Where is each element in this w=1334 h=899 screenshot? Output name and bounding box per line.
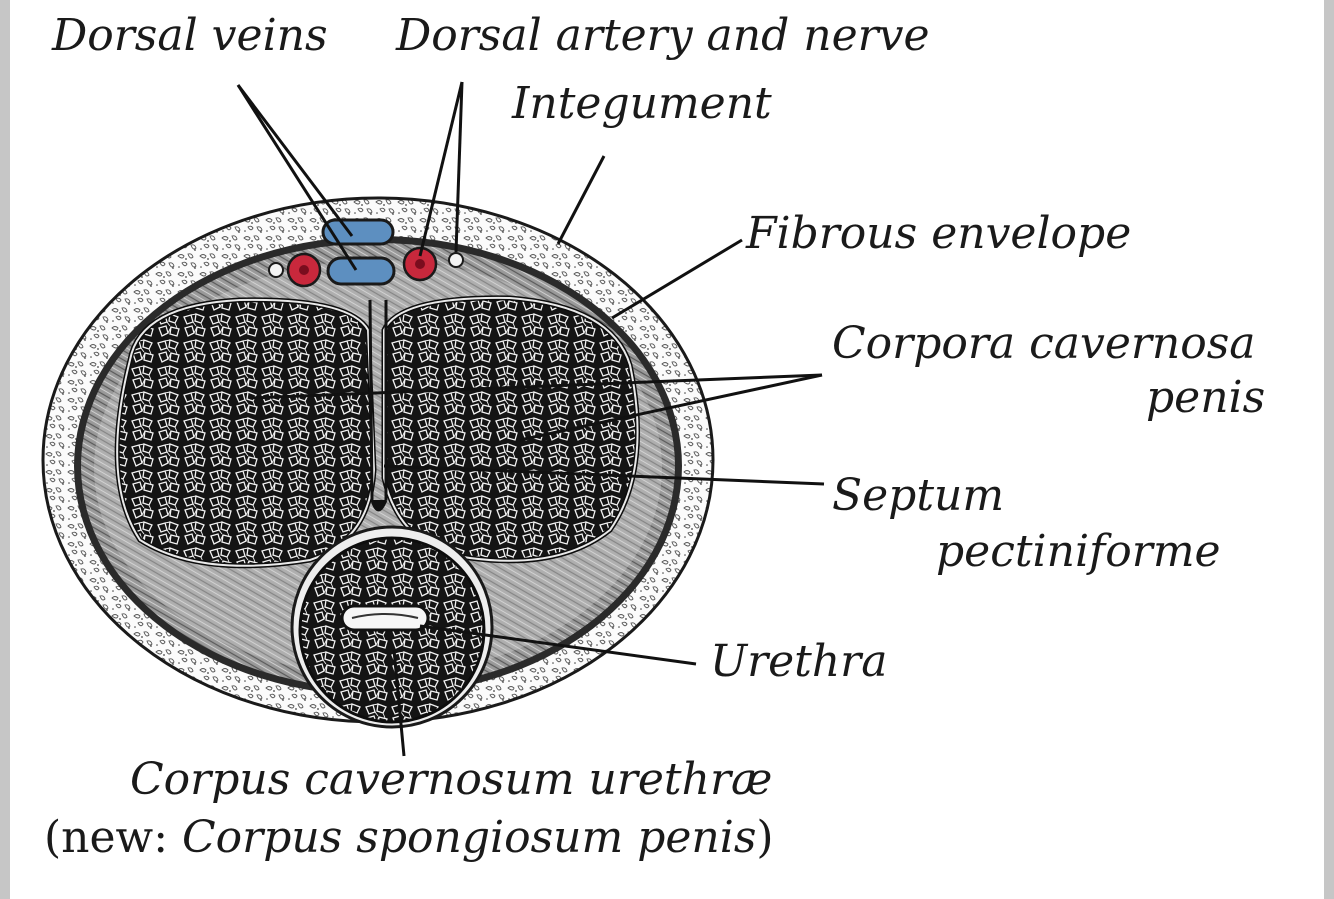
label-integument: Integument	[512, 78, 772, 129]
leader-nerve	[454, 81, 464, 253]
leader-lines	[236, 81, 825, 757]
corpus-spongiosum	[290, 525, 494, 729]
label-corpus-cavernosum-urethrae: Corpus cavernosum urethræ	[130, 754, 773, 805]
leader-dorsal-veins-2	[236, 84, 358, 271]
leader-septum	[383, 464, 825, 486]
leader-dorsal-veins-1	[236, 84, 354, 237]
left-frame-border	[0, 0, 10, 899]
leader-fibrous-envelope	[611, 238, 743, 320]
corpus-cavernosum-right	[381, 295, 641, 564]
caption-close: )	[756, 812, 774, 863]
dorsal-nerve-left	[268, 262, 284, 278]
label-urethra: Urethra	[710, 636, 888, 687]
corpus-cavernosum-left	[114, 297, 377, 569]
dorsal-vein-deep	[326, 256, 396, 286]
leader-corpora-2	[519, 373, 823, 442]
label-septum: Septum	[832, 470, 1005, 521]
leader-integument	[556, 155, 606, 245]
leader-artery	[418, 81, 464, 257]
right-frame-border	[1324, 0, 1334, 899]
label-fibrous-envelope: Fibrous envelope	[746, 208, 1132, 259]
label-corpora-cavernosa-penis: penis	[1146, 372, 1266, 423]
caption-open: (new:	[44, 812, 183, 863]
label-pectiniforme: pectiniforme	[936, 526, 1221, 577]
leader-corpus-spongiosum	[392, 649, 406, 757]
leader-corpora-1	[249, 373, 823, 400]
dorsal-vein-superficial	[321, 218, 395, 246]
label-corpora-cavernosa: Corpora cavernosa	[832, 318, 1256, 369]
leader-urethra	[419, 624, 697, 666]
dorsal-nerve-right	[448, 252, 464, 268]
label-dorsal-veins: Dorsal veins	[52, 10, 328, 61]
caption-new-name: (new: Corpus spongiosum penis)	[44, 812, 774, 863]
dorsal-vessels	[268, 218, 464, 288]
urethra-lumen	[340, 604, 430, 632]
caption-term: Corpus spongiosum penis	[182, 812, 757, 863]
label-dorsal-artery-and-nerve: Dorsal artery and nerve	[396, 10, 930, 61]
